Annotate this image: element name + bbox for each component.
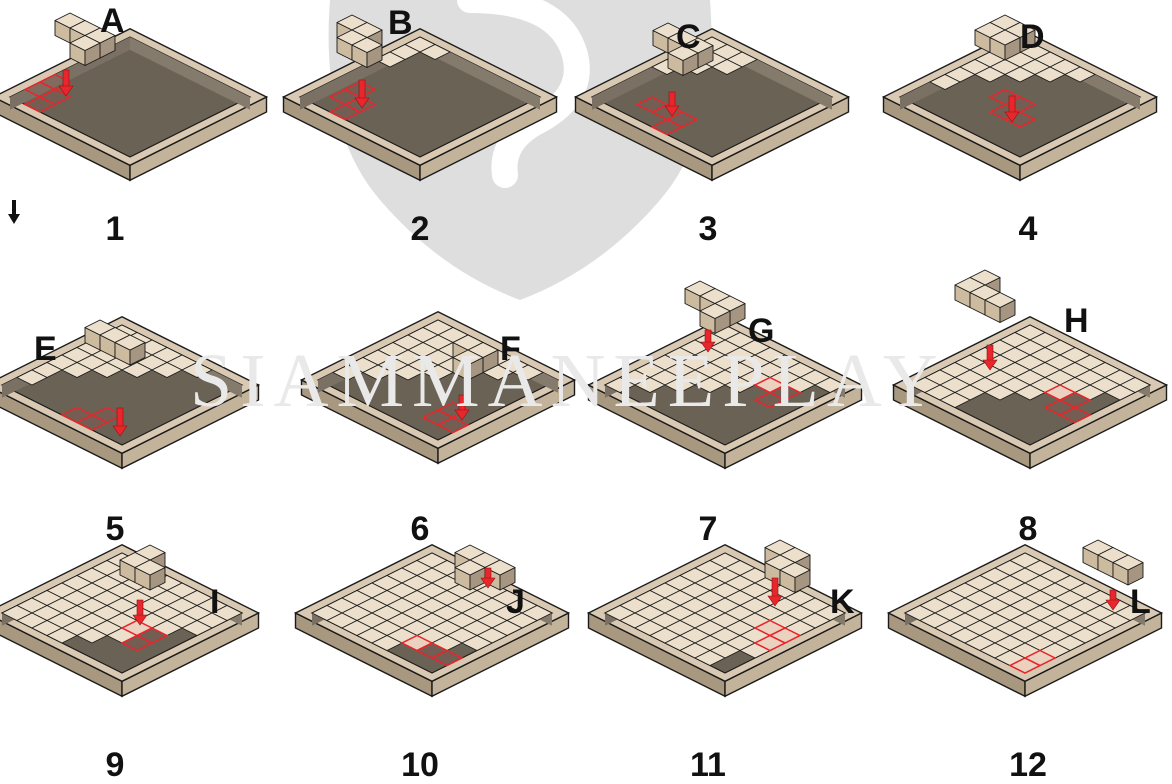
watermark-text: SIAMMANEEPLAY	[190, 338, 910, 425]
step-panel-12	[889, 540, 1162, 696]
step-panel-1	[0, 13, 267, 180]
piece-label-l: L	[1130, 585, 1151, 619]
step-panel-11	[589, 540, 862, 696]
piece-label-d: D	[1020, 20, 1045, 54]
step-panel-9	[0, 545, 259, 697]
step-number-2: 2	[390, 212, 450, 246]
step-number-7: 7	[678, 512, 738, 546]
piece-block	[955, 270, 1015, 323]
step-number-8: 8	[998, 512, 1058, 546]
step-number-1: 1	[85, 212, 145, 246]
step-number-9: 9	[85, 748, 145, 782]
step-number-5: 5	[85, 512, 145, 546]
piece-label-f: F	[500, 332, 521, 366]
piece-label-a: A	[100, 4, 125, 38]
piece-label-h: H	[1064, 304, 1089, 338]
piece-label-e: E	[34, 332, 57, 366]
step-number-11: 11	[678, 748, 738, 782]
piece-label-k: K	[830, 585, 855, 619]
piece-label-i: I	[210, 585, 219, 619]
piece-label-c: C	[676, 20, 701, 54]
step-number-6: 6	[390, 512, 450, 546]
piece-label-j: J	[506, 585, 525, 619]
piece-label-g: G	[748, 314, 774, 348]
step-panel-10	[296, 545, 569, 697]
step-number-12: 12	[998, 748, 1058, 782]
down-arrow-icon	[8, 200, 20, 226]
piece-label-b: B	[388, 6, 413, 40]
step-number-10: 10	[390, 748, 450, 782]
step-number-3: 3	[678, 212, 738, 246]
step-number-4: 4	[998, 212, 1058, 246]
